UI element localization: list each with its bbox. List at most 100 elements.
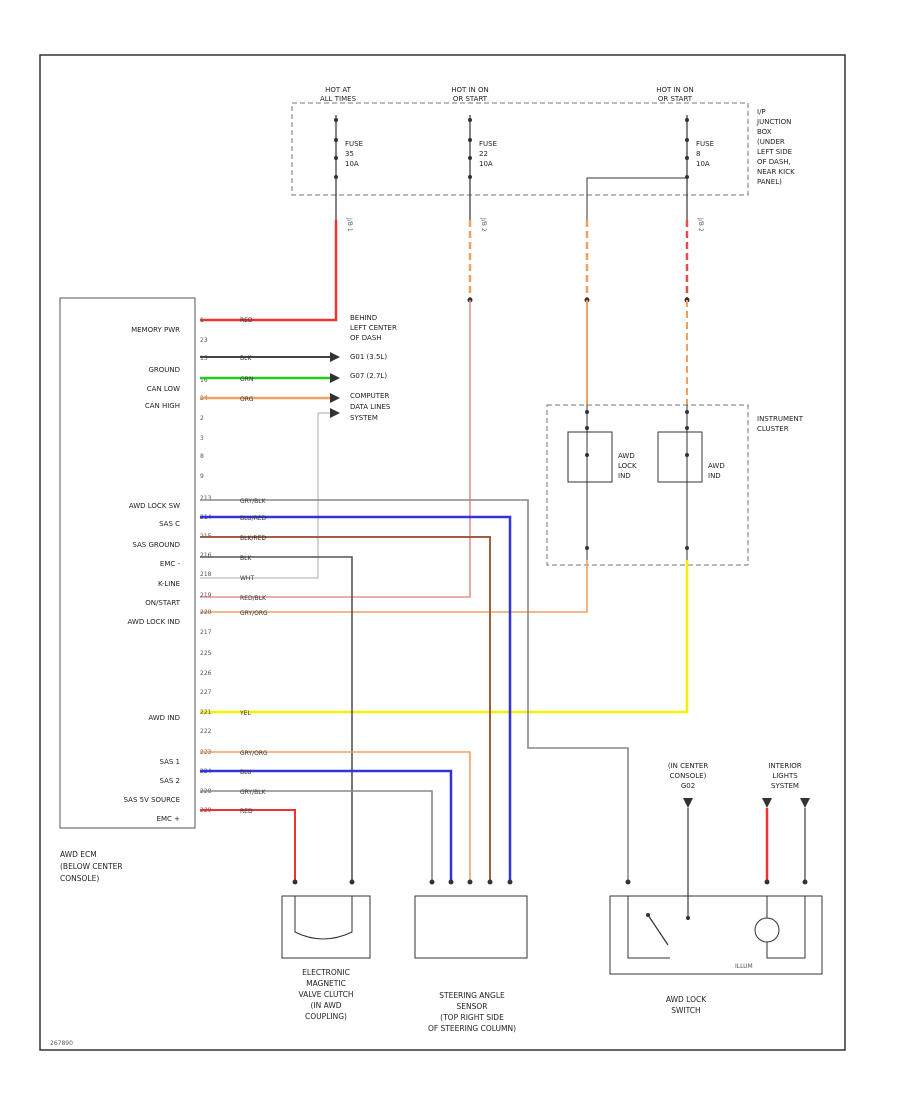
- svg-text:(BELOW CENTER: (BELOW CENTER: [60, 862, 123, 871]
- svg-text:AWD: AWD: [708, 462, 725, 470]
- wire-labels: RED BLK GRN ORG GRY/BLK BLU/RED BLK/RED …: [239, 317, 268, 815]
- svg-text:8: 8: [696, 150, 700, 158]
- sensor-caption: STEERING ANGLE SENSOR (TOP RIGHT SIDE OF…: [428, 991, 516, 1033]
- fuse-1: FUSE 35 10A: [334, 115, 363, 190]
- svg-text:SAS C: SAS C: [159, 520, 180, 528]
- svg-text:35: 35: [345, 150, 354, 158]
- svg-text:ORG: ORG: [240, 396, 254, 403]
- svg-text:AWD LOCK IND: AWD LOCK IND: [128, 618, 181, 626]
- svg-text:BEHIND: BEHIND: [350, 314, 377, 322]
- svg-text:MEMORY PWR: MEMORY PWR: [131, 326, 180, 334]
- svg-text:10A: 10A: [696, 160, 710, 168]
- svg-text:COMPUTER: COMPUTER: [350, 392, 389, 400]
- svg-text:SAS 5V SOURCE: SAS 5V SOURCE: [124, 796, 180, 804]
- svg-text:CONSOLE): CONSOLE): [670, 772, 707, 780]
- svg-text:STEERING ANGLE: STEERING ANGLE: [439, 991, 505, 1000]
- svg-text:ALL TIMES: ALL TIMES: [320, 95, 357, 103]
- svg-text:AWD LOCK SW: AWD LOCK SW: [129, 502, 180, 510]
- interior-lights-system: INTERIOR LIGHTS SYSTEM: [762, 762, 810, 880]
- wire-can-low: [200, 373, 340, 383]
- lamp-awd-ind: AWD IND: [657, 405, 725, 560]
- svg-text:9: 9: [200, 473, 204, 480]
- svg-text:218: 218: [200, 571, 212, 578]
- svg-text:BLU: BLU: [240, 769, 252, 776]
- instrument-cluster: [546, 404, 749, 566]
- svg-text:220: 220: [200, 609, 212, 616]
- lamp-awd-lock-ind: AWD LOCK IND: [567, 405, 637, 560]
- svg-text:COUPLING): COUPLING): [305, 1012, 347, 1021]
- svg-text:(TOP RIGHT SIDE: (TOP RIGHT SIDE: [440, 1013, 504, 1022]
- svg-text:213: 213: [200, 495, 212, 502]
- ground-note: BEHIND LEFT CENTER OF DASH G01 (3.5L) G0…: [350, 314, 397, 380]
- wire-awd-lock-sw: [200, 499, 629, 880]
- svg-text:GROUND: GROUND: [148, 366, 180, 374]
- svg-text:22: 22: [479, 150, 488, 158]
- ecm-pins: 1 23 15 16 24 2 3 8 9 213 214 215 216 21…: [200, 317, 212, 814]
- wire-sas-5v: [200, 790, 433, 880]
- svg-text:SAS GROUND: SAS GROUND: [132, 541, 180, 549]
- svg-text:GRN: GRN: [240, 376, 253, 383]
- svg-text:OF DASH,: OF DASH,: [757, 158, 791, 166]
- svg-text:OR START: OR START: [453, 95, 488, 103]
- svg-text:EMC +: EMC +: [157, 815, 181, 823]
- svg-text:EMC -: EMC -: [160, 560, 181, 568]
- svg-text:16: 16: [200, 377, 208, 384]
- svg-text:NEAR KICK: NEAR KICK: [757, 168, 795, 176]
- svg-text:BLK/RED: BLK/RED: [240, 535, 266, 542]
- svg-text:216: 216: [200, 552, 212, 559]
- svg-text:SAS 2: SAS 2: [160, 777, 180, 785]
- svg-text:SYSTEM: SYSTEM: [771, 782, 799, 790]
- svg-text:GRY/ORG: GRY/ORG: [240, 610, 268, 617]
- connector-tag-2: J/B 2: [480, 217, 487, 232]
- svg-text:INSTRUMENT: INSTRUMENT: [757, 415, 804, 423]
- valve-caption: ELECTRONIC MAGNETIC VALVE CLUTCH (IN AWD…: [299, 968, 354, 1021]
- wire-sas-c: [200, 515, 512, 880]
- svg-text:222: 222: [200, 728, 212, 735]
- svg-text:DATA LINES: DATA LINES: [350, 403, 391, 411]
- svg-text:I/P: I/P: [757, 108, 766, 116]
- wire-jb-left: [584, 177, 687, 405]
- svg-text:(IN CENTER: (IN CENTER: [668, 762, 709, 770]
- ground-g02: (IN CENTER CONSOLE) G02: [668, 762, 709, 918]
- cluster-label: INSTRUMENT CLUSTER: [757, 415, 804, 433]
- svg-text:BLK: BLK: [240, 355, 252, 362]
- svg-text:10A: 10A: [345, 160, 359, 168]
- wire-awd-ind: [200, 560, 689, 714]
- svg-text:AWD LOCK: AWD LOCK: [666, 995, 707, 1004]
- svg-text:HOT IN ON: HOT IN ON: [656, 86, 694, 94]
- svg-text:LEFT CENTER: LEFT CENTER: [350, 324, 397, 332]
- svg-text:225: 225: [200, 650, 212, 657]
- svg-text:LOCK: LOCK: [618, 462, 637, 470]
- wire-fuse8: [684, 190, 690, 405]
- svg-text:INTERIOR: INTERIOR: [768, 762, 801, 770]
- connector-tag-1: J/B 1: [346, 217, 353, 232]
- svg-text:SAS 1: SAS 1: [160, 758, 180, 766]
- svg-text:WHT: WHT: [240, 575, 254, 582]
- wire-sas-ground: [200, 536, 491, 880]
- svg-text:OR START: OR START: [658, 95, 693, 103]
- svg-text:221: 221: [200, 709, 212, 716]
- svg-text:CAN HIGH: CAN HIGH: [145, 402, 180, 410]
- fuse-3: FUSE 8 10A: [685, 115, 714, 190]
- svg-text:SWITCH: SWITCH: [671, 1006, 700, 1015]
- svg-text:CONSOLE): CONSOLE): [60, 874, 99, 883]
- wire-can-high: [200, 393, 340, 403]
- svg-text:IND: IND: [708, 472, 721, 480]
- svg-text:JUNCTION: JUNCTION: [756, 118, 791, 126]
- svg-text:CAN LOW: CAN LOW: [147, 385, 180, 393]
- ecm-labels: MEMORY PWR GROUND CAN LOW CAN HIGH AWD L…: [124, 326, 181, 823]
- svg-text:219: 219: [200, 592, 212, 599]
- svg-text:GRY/BLK: GRY/BLK: [240, 498, 267, 505]
- svg-text:G07 (2.7L): G07 (2.7L): [350, 372, 387, 380]
- wire-awd-lock-ind: [200, 560, 588, 613]
- svg-text:15: 15: [200, 355, 208, 362]
- wire-sas-1: [200, 751, 471, 880]
- svg-text:FUSE: FUSE: [479, 140, 497, 148]
- svg-text:GRY/BLK: GRY/BLK: [240, 789, 267, 796]
- svg-text:G02: G02: [681, 782, 695, 790]
- svg-text:CLUSTER: CLUSTER: [757, 425, 789, 433]
- junction-box: [291, 102, 749, 196]
- svg-text:AWD: AWD: [618, 452, 635, 460]
- svg-text:RED: RED: [240, 317, 253, 324]
